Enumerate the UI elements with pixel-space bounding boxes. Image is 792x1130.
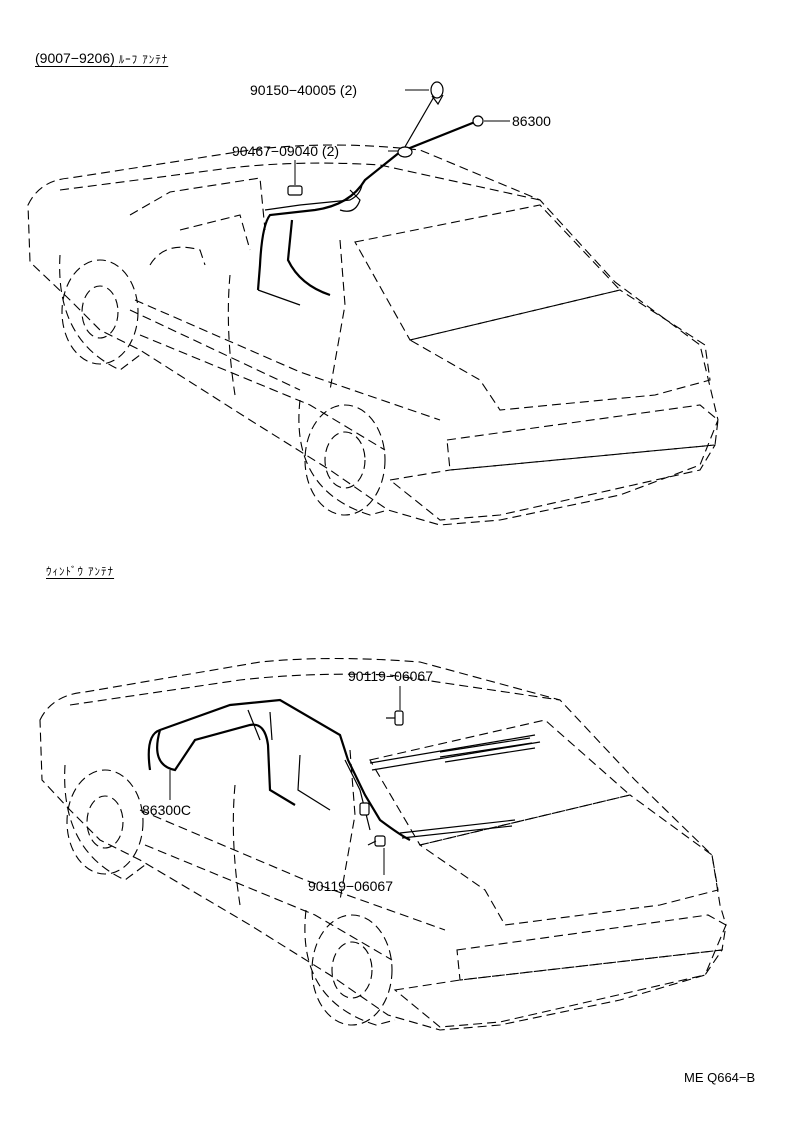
- bolt-lower-part: [367, 835, 386, 847]
- part-label-bolt-lower: 90119−06067: [308, 878, 393, 894]
- section-title-jp: ｳｨﾝﾄﾞｳ ｱﾝﾃﾅ: [46, 566, 115, 578]
- antenna-end-part: [472, 115, 484, 127]
- car-illustration-roof-antenna: [27, 144, 719, 526]
- antenna-cable-top: [256, 120, 476, 291]
- part-label-clip: 90467−09040 (2): [232, 143, 340, 159]
- antenna-cable-bottom: [147, 698, 411, 841]
- bolt-upper-part: [386, 710, 404, 726]
- clip-part: [287, 185, 303, 196]
- part-label-antenna: 86300: [512, 113, 551, 129]
- section-title-jp: ﾙｰﾌ ｱﾝﾃﾅ: [118, 54, 169, 66]
- part-label-cord: 86300C: [142, 802, 192, 818]
- leader-lines-bottom: [169, 686, 401, 875]
- figure-code: ME Q664−B: [684, 1070, 756, 1085]
- roof-antenna-assembly: [256, 81, 484, 306]
- window-antenna-assembly: [147, 698, 541, 847]
- car-illustration-window-antenna: [39, 657, 727, 1031]
- section-title-roof-antenna: (9007−9206) ﾙｰﾌ ｱﾝﾃﾅ: [35, 51, 168, 66]
- part-label-bolt-upper: 90119−06067: [348, 668, 433, 684]
- leader-lines-top: [294, 89, 510, 185]
- section-title-code: (9007−9206): [35, 50, 115, 66]
- part-label-screw: 90150−40005 (2): [250, 82, 358, 98]
- screw-part: [430, 81, 444, 106]
- section-title-window-antenna: ｳｨﾝﾄﾞｳ ｱﾝﾃﾅ: [46, 563, 114, 578]
